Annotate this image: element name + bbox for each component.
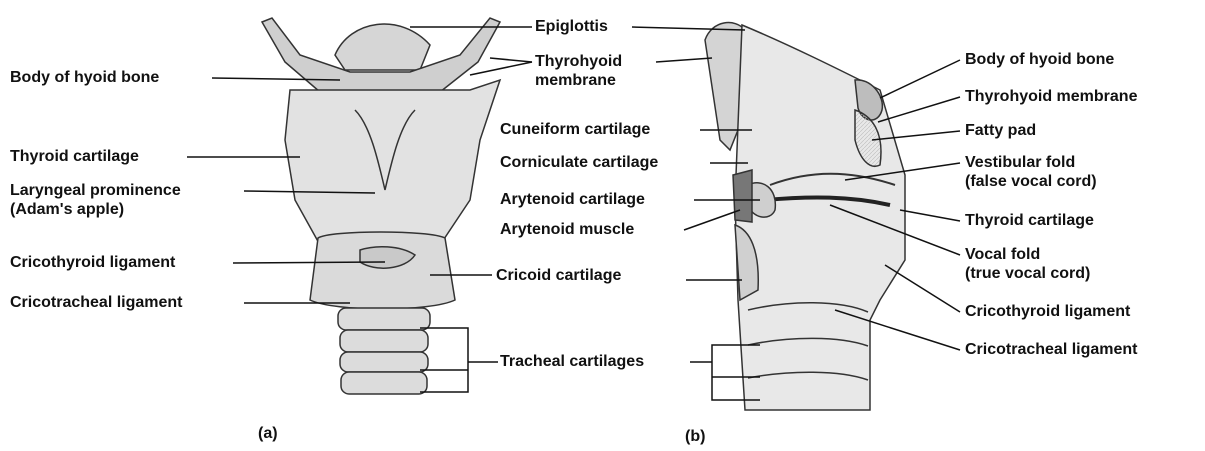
epiglottis-shape (335, 24, 430, 70)
label-vocal-fold-line2: (true vocal cord) (965, 264, 1090, 283)
sagittal-larynx-figure (705, 23, 905, 410)
label-thyrohyoid-membrane-right: Thyrohyoid membrane (965, 87, 1137, 106)
label-epiglottis: Epiglottis (535, 17, 608, 36)
label-corniculate-cartilage: Corniculate cartilage (500, 153, 658, 172)
label-body-of-hyoid-bone-right: Body of hyoid bone (965, 50, 1114, 69)
label-laryngeal-prominence-line2: (Adam's apple) (10, 200, 181, 219)
caption-b: (b) (685, 428, 705, 446)
tracheal-ring-shape (338, 308, 430, 330)
caption-a: (a) (258, 425, 278, 443)
label-thyroid-cartilage-right: Thyroid cartilage (965, 211, 1094, 230)
label-thyrohyoid-membrane-center: Thyrohyoid membrane (535, 52, 622, 90)
arytenoid-muscle-shape (733, 170, 752, 222)
label-cricotracheal-ligament-right: Cricotracheal ligament (965, 340, 1138, 359)
label-fatty-pad: Fatty pad (965, 121, 1036, 140)
anterior-larynx-figure (262, 18, 500, 394)
label-vestibular-fold: Vestibular fold (false vocal cord) (965, 153, 1097, 191)
label-thyrohyoid-line2: membrane (535, 71, 622, 90)
label-cricoid-cartilage: Cricoid cartilage (496, 266, 621, 285)
label-cuneiform-cartilage: Cuneiform cartilage (500, 120, 650, 139)
cricoid-cartilage-shape (310, 232, 455, 309)
label-cricothyroid-ligament-left: Cricothyroid ligament (10, 253, 175, 272)
label-cricothyroid-ligament-right: Cricothyroid ligament (965, 302, 1130, 321)
label-laryngeal-prominence-line1: Laryngeal prominence (10, 181, 181, 200)
label-body-of-hyoid-bone: Body of hyoid bone (10, 68, 159, 87)
label-thyroid-cartilage: Thyroid cartilage (10, 147, 139, 166)
label-arytenoid-muscle: Arytenoid muscle (500, 220, 634, 239)
label-vocal-fold-line1: Vocal fold (965, 245, 1090, 264)
label-arytenoid-cartilage: Arytenoid cartilage (500, 190, 645, 209)
label-thyrohyoid-line1: Thyrohyoid (535, 52, 622, 71)
label-vestibular-fold-line1: Vestibular fold (965, 153, 1097, 172)
label-vestibular-fold-line2: (false vocal cord) (965, 172, 1097, 191)
label-tracheal-cartilages: Tracheal cartilages (500, 352, 644, 371)
label-cricotracheal-ligament-left: Cricotracheal ligament (10, 293, 183, 312)
label-vocal-fold: Vocal fold (true vocal cord) (965, 245, 1090, 283)
label-laryngeal-prominence: Laryngeal prominence (Adam's apple) (10, 181, 181, 219)
